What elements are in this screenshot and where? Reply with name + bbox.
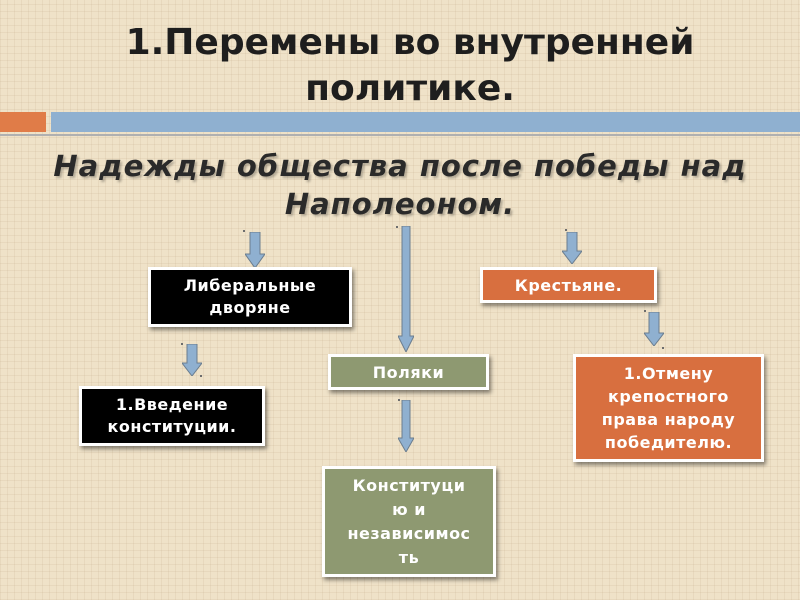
box-peasants-label: Крестьяне. xyxy=(514,275,623,295)
box-poles-label: Поляки xyxy=(372,362,445,382)
slide-subtitle-line-2: Наполеоном. xyxy=(284,187,516,221)
slide-title-line-1: 1.Перемены во внутренней xyxy=(125,22,695,63)
slide-subtitle: Надежды общества после победы над Наполе… xyxy=(0,147,800,223)
box-liberal-nobles-line-1: Либеральные xyxy=(183,276,317,295)
dot-marker xyxy=(181,343,183,345)
arrow-down-icon xyxy=(245,232,265,268)
dot-marker xyxy=(565,229,567,231)
slide-subtitle-line-1: Надежды общества после победы над xyxy=(53,149,747,183)
dot-marker xyxy=(662,347,664,349)
header-band-blue xyxy=(51,112,800,132)
box-serfdom-abolition-line-3: права народу xyxy=(601,410,736,429)
header-divider xyxy=(0,134,800,136)
box-poles: Поляки xyxy=(328,354,489,390)
box-liberal-nobles-line-2: дворяне xyxy=(209,298,291,317)
box-constitution-independence-line-2: ю и xyxy=(392,499,426,519)
box-constitution-independence: Конституци ю и независимос ть xyxy=(322,466,496,577)
box-serfdom-abolition-line-2: крепостного xyxy=(608,387,729,406)
arrow-down-icon xyxy=(644,312,664,346)
box-peasants: Крестьяне. xyxy=(480,267,657,303)
box-serfdom-abolition-line-4: победителю. xyxy=(604,433,733,452)
box-constitution-independence-line-1: Конституци xyxy=(352,475,466,495)
dot-marker xyxy=(644,310,646,312)
box-serfdom-abolition: 1.Отмену крепостного права народу победи… xyxy=(573,354,764,462)
arrow-down-icon xyxy=(398,400,414,452)
arrow-down-icon xyxy=(398,226,414,352)
box-constitution-introduction-line-2: конституции. xyxy=(107,417,237,436)
dot-marker xyxy=(200,375,202,377)
arrow-down-icon xyxy=(562,232,582,264)
dot-marker xyxy=(243,230,245,232)
box-constitution-independence-line-3: независимос xyxy=(347,523,471,543)
dot-marker xyxy=(398,399,400,401)
box-constitution-introduction-line-1: 1.Введение xyxy=(115,395,229,414)
arrow-down-icon xyxy=(182,344,202,376)
slide-title-line-2: политике. xyxy=(305,68,515,109)
box-serfdom-abolition-line-1: 1.Отмену xyxy=(623,364,714,383)
box-liberal-nobles: Либеральные дворяне xyxy=(148,267,352,327)
box-constitution-introduction: 1.Введение конституции. xyxy=(79,386,265,446)
header-band-orange xyxy=(0,112,46,132)
dot-marker xyxy=(396,226,398,228)
box-constitution-independence-line-4: ть xyxy=(398,547,420,567)
slide-title: 1.Перемены во внутренней политике. xyxy=(0,20,800,112)
